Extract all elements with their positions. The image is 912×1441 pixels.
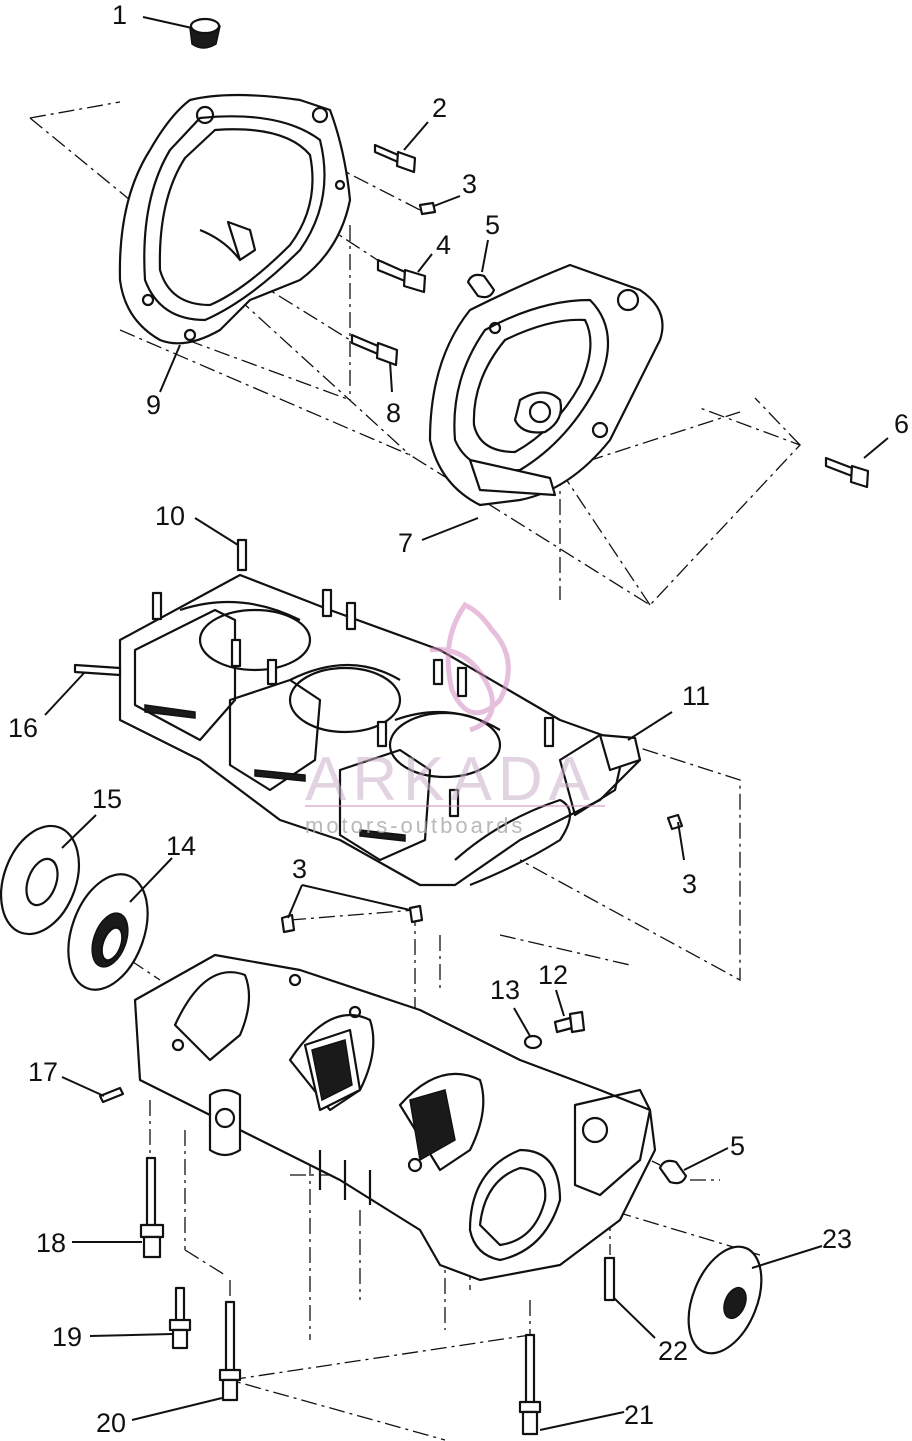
callout-labels: 1 2 3 4 5 6 7 8 9 10 11 16 15 14 3 3 13 … [8, 0, 909, 1438]
callout-16: 16 [8, 713, 38, 743]
callout-17: 17 [28, 1057, 58, 1087]
studs [151, 538, 555, 818]
watermark-brand: ARKADA [305, 745, 596, 814]
callout-19: 19 [52, 1322, 82, 1352]
callout-3-left: 3 [292, 854, 307, 884]
part-23-seal [687, 1245, 763, 1355]
callout-2: 2 [432, 93, 447, 123]
callout-10: 10 [155, 501, 185, 531]
part-2-bolt [373, 143, 417, 174]
callout-8: 8 [386, 398, 401, 428]
leader-lines [44, 16, 889, 1431]
callout-23: 23 [822, 1224, 852, 1254]
part-7-front-housing [428, 263, 664, 507]
callout-1: 1 [112, 0, 127, 30]
part-3-dowel-top [418, 201, 437, 216]
part-1-plug [189, 17, 221, 49]
watermark: ARKADA motors-outboards [305, 601, 605, 838]
part-22-stud [603, 1256, 616, 1302]
callout-7: 7 [398, 528, 413, 558]
callout-5: 5 [485, 210, 500, 240]
callout-3-right: 3 [682, 869, 697, 899]
part-14-seal [67, 873, 149, 991]
upper-crankcase [118, 538, 642, 887]
part-17-dowel [98, 1086, 125, 1104]
part-9-rear-housing [118, 93, 352, 345]
callout-5-lower: 5 [730, 1131, 745, 1161]
part-13-washer [523, 1034, 543, 1050]
callout-12: 12 [538, 960, 568, 990]
callout-18: 18 [36, 1228, 66, 1258]
part-15-seal [0, 824, 80, 936]
part-6-bolt [824, 456, 870, 489]
lower-crankcase [133, 953, 657, 1282]
callout-14: 14 [166, 831, 196, 861]
callout-20: 20 [96, 1408, 126, 1438]
part-8-bolt [350, 333, 399, 367]
callout-11: 11 [682, 681, 710, 711]
callout-22: 22 [658, 1336, 688, 1366]
watermark-logo [429, 601, 511, 733]
part-19-bolt [168, 1286, 192, 1350]
part-5-bushing-lower [658, 1159, 688, 1185]
part-3-dowel-right [666, 813, 684, 831]
watermark-tagline: motors-outboards [305, 813, 525, 838]
reed-blocks [144, 704, 406, 842]
part-18-bolt [139, 1156, 165, 1259]
part-4-bolt [376, 258, 427, 294]
callout-15: 15 [92, 784, 122, 814]
part-5-bushing-upper [466, 273, 496, 299]
part-16-stud [73, 663, 122, 677]
part-12-bolt [553, 1010, 586, 1034]
callout-4: 4 [436, 230, 451, 260]
callout-21: 21 [624, 1400, 654, 1430]
callout-9: 9 [146, 390, 161, 420]
callout-13: 13 [490, 975, 520, 1005]
part-21-bolt [518, 1333, 542, 1436]
callout-3: 3 [462, 169, 477, 199]
part-3-dowel-center [408, 904, 424, 924]
callout-6: 6 [894, 409, 909, 439]
part-20-bolt [218, 1300, 242, 1402]
